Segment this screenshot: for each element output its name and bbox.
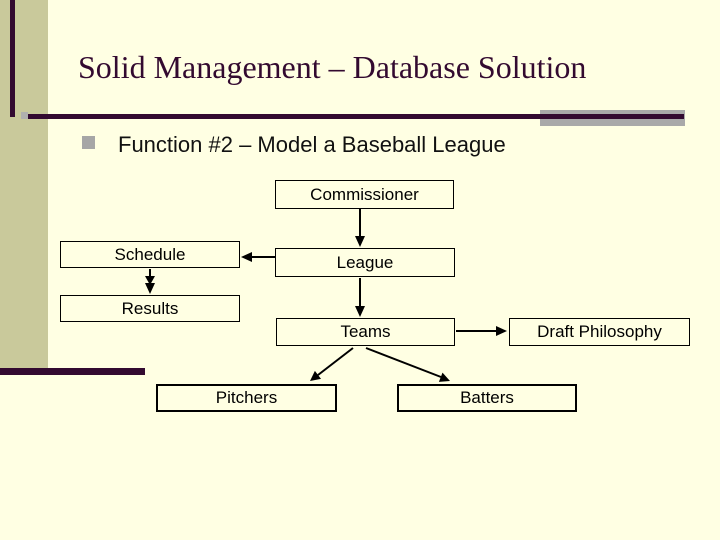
diagram-node-teams: Teams bbox=[276, 318, 455, 346]
node-label: Draft Philosophy bbox=[537, 322, 662, 341]
diagram-node-draft-philosophy: Draft Philosophy bbox=[509, 318, 690, 346]
diagram-node-batters: Batters bbox=[397, 384, 577, 412]
diagram-node-pitchers: Pitchers bbox=[156, 384, 337, 412]
arrow-commissioner-to-league bbox=[355, 209, 365, 247]
slide-title: Solid Management – Database Solution bbox=[78, 49, 587, 85]
node-label: Results bbox=[121, 298, 179, 318]
arrow-teams-to-batters bbox=[365, 347, 450, 382]
arrow-league-to-teams bbox=[355, 278, 365, 317]
title-rule bbox=[28, 114, 684, 119]
node-label: Schedule bbox=[114, 244, 186, 264]
arrow-schedule-to-results bbox=[145, 269, 155, 294]
node-label: Batters bbox=[460, 388, 514, 407]
diagram-node-league: League bbox=[275, 248, 455, 277]
corner-accent-stripe bbox=[10, 0, 15, 117]
sidebar-band bbox=[0, 0, 48, 368]
bullet-text: Function #2 – Model a Baseball League bbox=[118, 132, 506, 157]
diagram-node-schedule: Schedule bbox=[60, 241, 240, 268]
node-label: Pitchers bbox=[215, 388, 278, 407]
sidebar-bottom-bar bbox=[0, 368, 145, 375]
arrow-teams-to-pitchers bbox=[310, 347, 354, 381]
bullet-square-icon bbox=[82, 136, 95, 149]
node-label: League bbox=[336, 252, 394, 272]
node-label: Teams bbox=[340, 322, 391, 341]
node-label: Commissioner bbox=[310, 184, 419, 204]
diagram-node-commissioner: Commissioner bbox=[275, 180, 454, 209]
title-rule-gray-blip bbox=[21, 112, 28, 119]
arrow-league-to-schedule bbox=[241, 252, 275, 262]
arrow-teams-to-draft-philosophy bbox=[456, 326, 507, 336]
diagram-node-results: Results bbox=[60, 295, 240, 322]
